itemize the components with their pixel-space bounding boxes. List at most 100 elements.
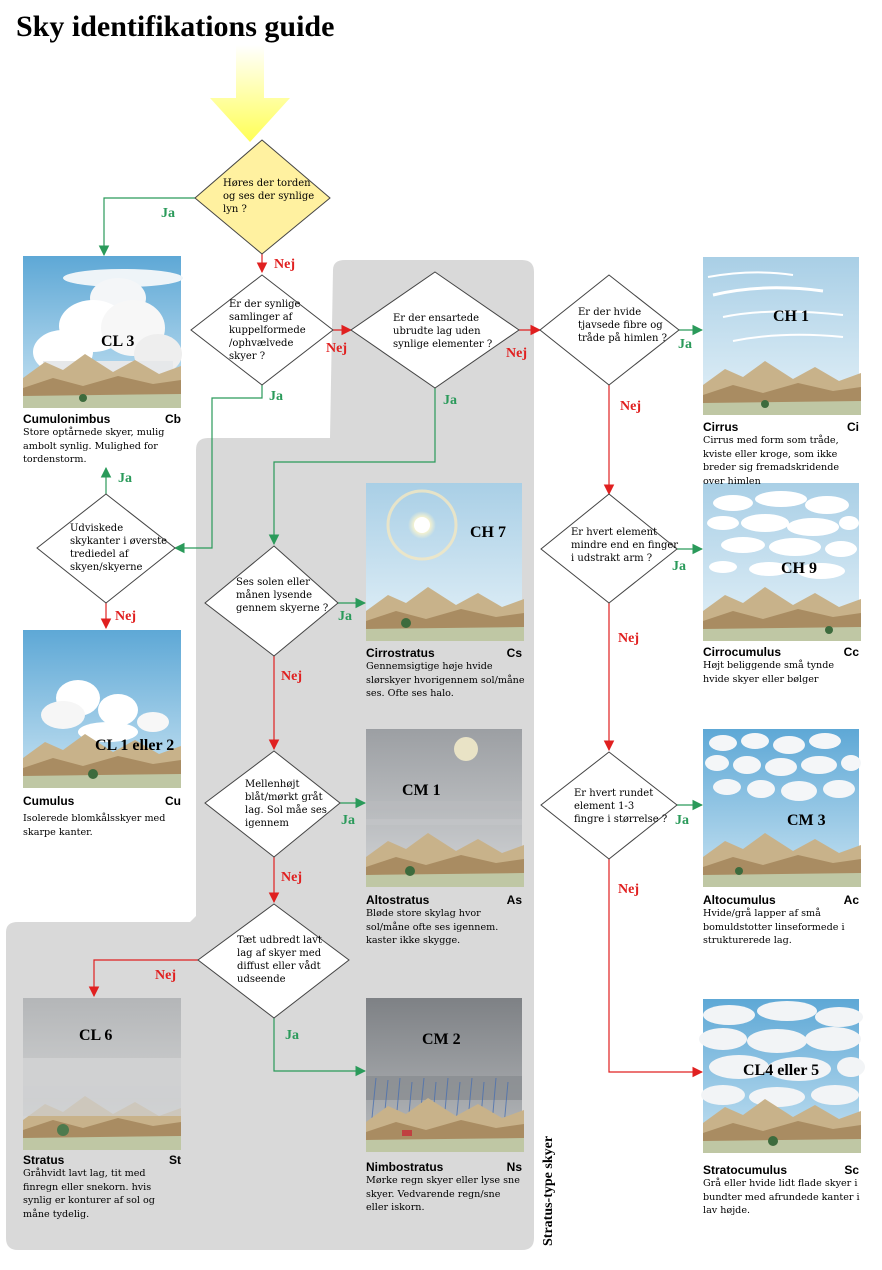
q7-diamond: [204, 750, 341, 858]
cumulus-code: CL 1 eller 2: [95, 737, 174, 754]
q6-diamond: [204, 545, 339, 657]
cumulonimbus-image: CL 3: [23, 256, 183, 408]
cirrostratus-description: Gennemsigtige høje hvide slørskyer hvori…: [366, 661, 525, 699]
q10-text: Er hvert rundet element 1-3 fingre i stø…: [574, 788, 668, 825]
cumulus-image: CL 1 eller 2: [23, 630, 181, 788]
altostratus-name: Altostratus: [366, 893, 430, 907]
q2-diamond: [190, 274, 334, 386]
label-q7-no: Nej: [281, 870, 302, 885]
altostratus-abbr: As: [506, 893, 522, 907]
cirrus-name: Cirrus: [703, 420, 739, 434]
cumulus-description: Isolerede blomkålsskyer med skarpe kante…: [23, 813, 166, 838]
cumulus-name: Cumulus: [23, 794, 75, 808]
stratus-image: CL 6: [23, 998, 181, 1150]
q9-text: Er hvert element mindre end en finger i …: [571, 527, 679, 564]
connector-q8-no: [88, 959, 198, 998]
label-q2-no: Nej: [326, 341, 347, 356]
altocumulus-caption: Altocumulus Ac Hvide/grå lapper af små b…: [703, 893, 863, 948]
cumulonimbus-name: Cumulonimbus: [23, 412, 111, 426]
q9-diamond: [540, 493, 678, 604]
connector-q2-yes: [173, 385, 263, 554]
altostratus-code: CM 1: [402, 782, 441, 799]
cumulus-abbr: Cu: [165, 794, 181, 808]
q6-text: Ses solen eller månen lysende gennem sky…: [236, 577, 329, 614]
altocumulus-code: CM 3: [787, 812, 826, 829]
label-q1-yes: Ja: [161, 206, 175, 221]
cumulonimbus-abbr: Cb: [165, 412, 181, 426]
nimbostratus-abbr: Ns: [506, 1160, 522, 1174]
label-q9-yes: Ja: [672, 559, 686, 574]
q7-text: Mellenhøjt blåt/mørkt gråt lag. Sol måe …: [245, 779, 327, 829]
label-q5-no: Nej: [115, 609, 136, 624]
stratus-abbr: St: [169, 1153, 181, 1167]
stratocumulus-description: Grå eller hvide lidt flade skyer i bundt…: [703, 1178, 860, 1216]
cirrostratus-image: CH 7: [366, 483, 524, 641]
q4-diamond: [539, 274, 680, 386]
label-q8-no: Nej: [155, 968, 176, 983]
nimbostratus-name: Nimbostratus: [366, 1160, 444, 1174]
label-q4-yes: Ja: [678, 337, 692, 352]
label-q4-no: Nej: [620, 399, 641, 414]
altocumulus-image: CM 3: [703, 729, 861, 887]
connector-q1-yes: [98, 197, 195, 257]
cirrocumulus-caption: Cirrocumulus Cc Højt beliggende små tynd…: [703, 645, 863, 686]
label-q10-no: Nej: [618, 882, 639, 897]
connector-q3-yes: [268, 388, 436, 546]
label-q3-no: Nej: [506, 346, 527, 361]
label-q8-yes: Ja: [285, 1028, 299, 1043]
nimbostratus-caption: Nimbostratus Ns Mørke regn skyer eller l…: [366, 1160, 524, 1215]
q5-text: Udviskede skykanter i øverste trediedel …: [70, 523, 168, 573]
stratus-description: Gråhvidt lavt lag, tit med finregn eller…: [23, 1168, 155, 1220]
label-q9-no: Nej: [618, 631, 639, 646]
stratocumulus-code: CL4 eller 5: [743, 1062, 819, 1079]
altostratus-caption: Altostratus As Bløde store skylag hvor s…: [366, 893, 526, 948]
label-q3-yes: Ja: [443, 393, 457, 408]
cumulus-caption: Cumulus Cu Isolerede blomkålsskyer med s…: [23, 794, 181, 839]
start-arrow: [210, 45, 290, 142]
label-q5-yes: Ja: [118, 471, 132, 486]
connector-q8-yes: [273, 1018, 367, 1077]
stratus-name: Stratus: [23, 1153, 65, 1167]
q8-text: Tæt udbredt lavt lag af skyer med diffus…: [237, 935, 322, 985]
q1-text: Høres der torden og ses der synlige lyn …: [223, 178, 315, 215]
q10-diamond: [540, 751, 678, 860]
altocumulus-abbr: Ac: [843, 893, 859, 907]
cumulonimbus-code: CL 3: [101, 333, 134, 350]
nimbostratus-code: CM 2: [422, 1031, 461, 1048]
cirrus-caption: Cirrus Ci Cirrus med form som tråde, kvi…: [703, 420, 863, 488]
connector-q10-no: [608, 859, 704, 1078]
cirrostratus-abbr: Cs: [506, 646, 522, 660]
q8-diamond: [197, 903, 350, 1019]
page-title: Sky identifikations guide: [16, 10, 335, 43]
nimbostratus-description: Mørke regn skyer eller lyse sne skyer. V…: [366, 1175, 520, 1213]
cirrocumulus-abbr: Cc: [843, 645, 859, 659]
cirrocumulus-name: Cirrocumulus: [703, 645, 782, 659]
label-q7-yes: Ja: [341, 813, 355, 828]
q2-text: Er der synlige samlinger af kuppelformed…: [229, 299, 306, 362]
q3-text: Er der ensartede ubrudte lag uden synlig…: [393, 313, 493, 350]
stratocumulus-abbr: Sc: [844, 1163, 859, 1177]
cirrostratus-caption: Cirrostratus Cs Gennemsigtige høje hvide…: [366, 646, 526, 701]
cirrus-image: CH 1: [703, 257, 861, 415]
cumulonimbus-description: Store optårnede skyer, mulig ambolt synl…: [23, 427, 165, 465]
q3-diamond: [350, 271, 520, 389]
label-q10-yes: Ja: [675, 813, 689, 828]
cirrocumulus-image: CH 9: [703, 483, 861, 641]
altocumulus-name: Altocumulus: [703, 893, 776, 907]
label-q2-yes: Ja: [269, 389, 283, 404]
cirrocumulus-code: CH 9: [781, 560, 817, 577]
cirrus-abbr: Ci: [847, 420, 859, 434]
stratocumulus-image: CL4 eller 5: [699, 999, 865, 1153]
stratus-caption: Stratus St Gråhvidt lavt lag, tit med fi…: [23, 1153, 181, 1221]
label-q6-no: Nej: [281, 669, 302, 684]
cirrus-code: CH 1: [773, 308, 809, 325]
stratus-type-side-label: Stratus-type skyer: [541, 1136, 556, 1246]
altocumulus-description: Hvide/grå lapper af små bomuldstotter li…: [703, 908, 845, 946]
stratus-code: CL 6: [79, 1027, 112, 1044]
cirrostratus-name: Cirrostratus: [366, 646, 435, 660]
label-q1-no: Nej: [274, 257, 295, 272]
nimbostratus-image: CM 2: [366, 998, 524, 1152]
q1-diamond: [194, 139, 331, 255]
